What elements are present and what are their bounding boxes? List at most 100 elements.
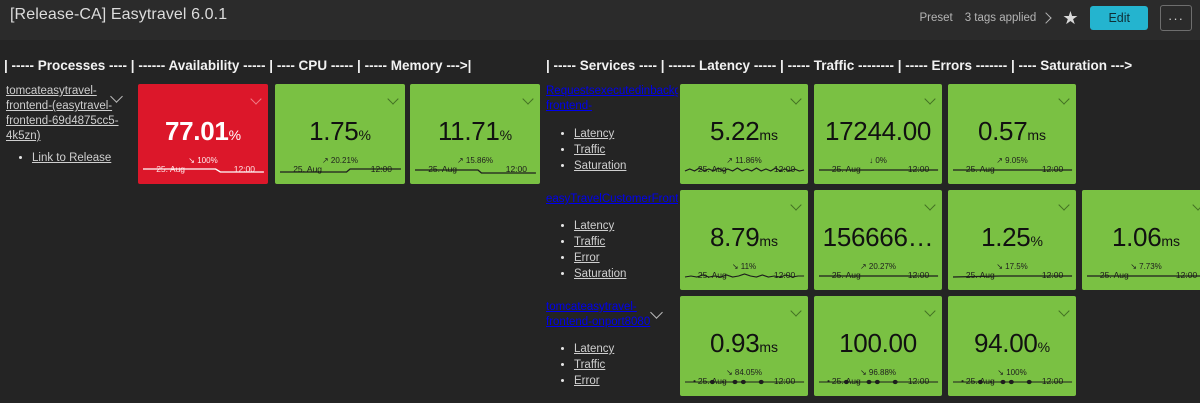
tile-delta: ↘ 17.5%: [996, 262, 1028, 271]
tile-delta: ↗ 9.05%: [996, 156, 1028, 165]
tile-delta: ↗ 20.27%: [859, 262, 897, 271]
tile-value: 17244.00: [824, 116, 932, 146]
tile-delta: ↘ 100%: [997, 368, 1027, 377]
tile-delta: ↘ 100%: [188, 156, 218, 165]
list-item: Error: [574, 373, 614, 389]
service-links-1: Latency Traffic Saturation: [548, 126, 626, 174]
service-link[interactable]: Requestsexecutedinbackgro frontend-: [546, 85, 678, 112]
tile-value: 0.93ms: [709, 328, 779, 358]
sparkline: [953, 158, 1073, 176]
tile-value: 1.06ms: [1111, 222, 1181, 252]
list-item: Traffic: [574, 234, 626, 250]
tile-value: 94.00%: [973, 328, 1051, 358]
process-label: tomcateasytravel-frontend-(easytravel-fr…: [6, 84, 124, 144]
service-link-error[interactable]: Error: [574, 252, 600, 264]
chevron-down-icon[interactable]: [1058, 302, 1070, 320]
service-link-latency[interactable]: Latency: [574, 128, 615, 140]
tile-delta: ↗ 15.86%: [456, 156, 494, 165]
service-links-3: Latency Traffic Error: [548, 341, 614, 389]
tile-value: 77.01%: [164, 116, 242, 146]
more-options-button[interactable]: ···: [1160, 5, 1192, 31]
top-bar-actions: Preset 3 tags applied ★ Edit ···: [919, 5, 1192, 31]
tile-delta: ↓ 0%: [869, 156, 887, 165]
list-item: Traffic: [574, 357, 614, 373]
edit-button[interactable]: Edit: [1090, 6, 1148, 30]
list-item: Link to Release: [32, 150, 111, 166]
tile-value: 5.22ms: [709, 116, 779, 146]
chevron-down-icon[interactable]: [1058, 90, 1070, 108]
service-link-error[interactable]: Error: [574, 375, 600, 387]
chevron-down-icon[interactable]: [1192, 196, 1200, 214]
list-item: Error: [574, 250, 626, 266]
service-link[interactable]: easyTravelCustomerFrontend: [546, 193, 678, 205]
top-bar: [Release-CA] Easytravel 6.0.1 Preset 3 t…: [0, 0, 1200, 40]
tile-delta: ↘ 11%: [731, 262, 757, 271]
chevron-right-icon: [1040, 12, 1052, 24]
tile-delta: ↗ 20.21%: [321, 156, 359, 165]
tile-value: 0.57ms: [977, 116, 1047, 146]
left-column-header: | ----- Processes ---- | ------ Availabi…: [4, 58, 472, 73]
service-label-2: easyTravelCustomerFrontend: [546, 192, 678, 207]
tile-delta: ↘ 7.73%: [1130, 262, 1162, 271]
chevron-down-icon[interactable]: [790, 90, 802, 108]
service-link-traffic[interactable]: Traffic: [574, 236, 606, 248]
service-link-traffic[interactable]: Traffic: [574, 359, 606, 371]
tags-applied-label: 3 tags applied: [964, 12, 1037, 24]
chevron-down-icon[interactable]: [790, 302, 802, 320]
service-expand-caret[interactable]: [650, 304, 663, 322]
sparkline: [953, 264, 1073, 282]
list-item: Saturation: [574, 266, 626, 282]
tags-applied-button[interactable]: 3 tags applied: [964, 12, 1052, 24]
list-item: Latency: [574, 218, 626, 234]
sparkline: [684, 264, 805, 282]
list-item: Traffic: [574, 142, 626, 158]
service-link-traffic[interactable]: Traffic: [574, 144, 606, 156]
chevron-down-icon[interactable]: [924, 196, 936, 214]
service-link-latency[interactable]: Latency: [574, 220, 615, 232]
service-link-saturation[interactable]: Saturation: [574, 160, 627, 172]
tile-value: 1.75%: [309, 116, 371, 146]
service-links-2: Latency Traffic Error Saturation: [548, 218, 626, 282]
preset-label[interactable]: Preset: [919, 12, 953, 24]
tile-value: 156666…: [822, 222, 934, 252]
chevron-down-icon[interactable]: [522, 90, 534, 108]
link-to-release[interactable]: Link to Release: [32, 152, 112, 164]
star-icon[interactable]: ★: [1062, 8, 1079, 28]
sparkline: [819, 370, 939, 388]
process-expand-caret[interactable]: [110, 88, 123, 106]
service-link-saturation[interactable]: Saturation: [574, 268, 627, 280]
chevron-down-icon[interactable]: [387, 90, 399, 108]
service-link[interactable]: tomcateasytravel-frontend-onport8080: [546, 301, 651, 328]
chevron-down-icon[interactable]: [790, 196, 802, 214]
sparkline: [143, 160, 265, 178]
page-title: [Release-CA] Easytravel 6.0.1: [10, 6, 228, 23]
tile-delta: ↘ 84.05%: [725, 368, 763, 377]
chevron-down-icon[interactable]: [924, 90, 936, 108]
sparkline: [819, 264, 939, 282]
chevron-down-icon[interactable]: [1058, 196, 1070, 214]
service-link-latency[interactable]: Latency: [574, 343, 615, 355]
service-label-1: Requestsexecutedinbackgro frontend-: [546, 84, 678, 114]
process-link[interactable]: tomcateasytravel-frontend-(easytravel-fr…: [6, 85, 119, 142]
chevron-down-icon[interactable]: [250, 90, 262, 108]
list-item: Saturation: [574, 158, 626, 174]
sparkline: [819, 158, 939, 176]
tile-value: 11.71%: [437, 116, 513, 146]
list-item: Latency: [574, 126, 626, 142]
service-label-3: tomcateasytravel-frontend-onport8080: [546, 300, 678, 330]
chevron-down-icon[interactable]: [924, 302, 936, 320]
